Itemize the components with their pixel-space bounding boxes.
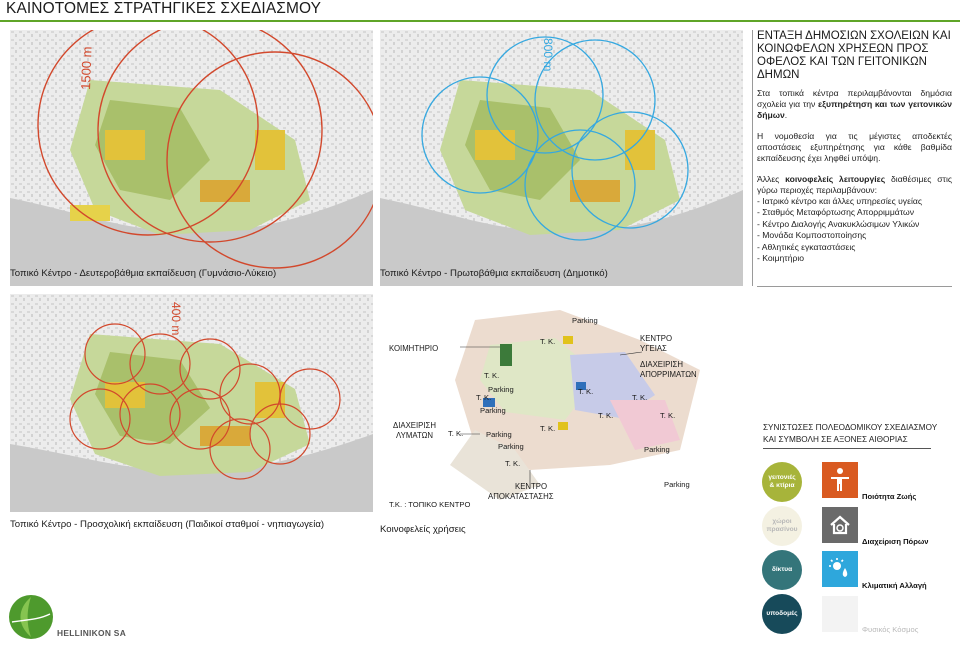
list-item: - Σταθμός Μεταφόρτωσης Απορριμμάτων <box>757 207 915 218</box>
tk-marker: Τ. Κ. <box>540 337 555 346</box>
catchment-ring <box>119 383 181 445</box>
sun-drop-icon <box>822 551 858 587</box>
parking-marker: Parking <box>644 445 670 454</box>
paragraph-other-uses: Άλλες κοινοφελείς λειτουργίες διαθέσιμες… <box>757 174 952 195</box>
catchment-ring <box>166 51 373 269</box>
list-item: - Κέντρο Διαλογής Ανακυκλώσιμων Υλικών <box>757 218 920 229</box>
parking-marker: Parking <box>498 442 524 451</box>
paragraph-legislation: Η νομοθεσία για τις μέγιστες αποδεκτές α… <box>757 131 952 163</box>
catchment-ring <box>421 76 539 194</box>
catchment-ring <box>486 36 604 154</box>
tk-marker: Τ. Κ. <box>632 393 647 402</box>
radius-label: 800 m <box>541 38 555 71</box>
catchment-ring <box>129 333 191 395</box>
preschool-education-map: 400 m <box>10 294 373 512</box>
health-center-label-2: ΥΓΕΙΑΣ <box>640 344 667 353</box>
legend-rule <box>763 448 931 449</box>
paragraph-schools: Στα τοπικά κέντρα περιλαμβάνονται δημόσι… <box>757 88 952 120</box>
uses-list: - Ιατρικό κέντρο και άλλες υπηρεσίες υγε… <box>757 196 952 264</box>
catchment-ring <box>169 388 231 450</box>
waste-management-label-2: ΑΠΟΡΡΙΜΑΤΩΝ <box>640 370 697 379</box>
catchment-ring <box>534 39 656 161</box>
radius-label: 400 m <box>169 302 183 335</box>
parking-marker: Parking <box>488 385 514 394</box>
sewage-management-label-1: ΔΙΑΧΕΙΡΙΣΗ <box>393 421 436 430</box>
secondary-education-map: 1500 m <box>10 30 373 286</box>
tk-marker: Τ. Κ. <box>476 393 491 402</box>
sewage-management-label-2: ΛΥΜΑΤΩΝ <box>396 431 433 440</box>
radius-label: 1500 m <box>78 46 95 90</box>
axis-quality-of-life: Ποιότητα Ζωής <box>862 492 917 501</box>
list-item: - Μονάδα Κομποστοποίησης <box>757 230 867 241</box>
hellinikon-logo-icon <box>9 595 53 639</box>
tk-legend: Τ.Κ. : ΤΟΠΙΚΟ ΚΕΝΤΡΟ <box>389 500 470 509</box>
bubble-infrastructure: υποδομές <box>762 594 802 634</box>
tk-marker: Τ. Κ. <box>540 424 555 433</box>
health-center-label-1: ΚΕΝΤΡΟ <box>640 334 672 343</box>
policy-text-block: ΕΝΤΑΞΗ ΔΗΜΟΣΙΩΝ ΣΧΟΛΕΙΩΝ ΚΑΙ ΚΟΙΝΩΦΕΛΩΝ … <box>757 30 952 264</box>
catchment-ring <box>84 323 146 385</box>
parking-marker: Parking <box>486 430 512 439</box>
tk-marker: Τ. Κ. <box>484 371 499 380</box>
catchment-ring <box>69 388 131 450</box>
catchment-ring <box>179 338 241 400</box>
waste-management-label-1: ΔΙΑΧΕΙΡΙΣΗ <box>640 360 683 369</box>
catchment-ring <box>37 30 259 236</box>
primary-education-map: 800 m <box>380 30 743 286</box>
parking-marker: Parking <box>664 480 690 489</box>
rehab-center-label-2: ΑΠΟΚΑΤΑΣΤΑΣΗΣ <box>488 492 554 501</box>
title-rule <box>0 20 960 22</box>
primary-caption: Τοπικό Κέντρο - Πρωτοβάθμια εκπαίδευση (… <box>380 268 608 279</box>
section-heading: ΕΝΤΑΞΗ ΔΗΜΟΣΙΩΝ ΣΧΟΛΕΙΩΝ ΚΑΙ ΚΟΙΝΩΦΕΛΩΝ … <box>757 30 951 81</box>
tk-marker: Τ. Κ. <box>448 429 463 438</box>
parking-marker: Parking <box>572 316 598 325</box>
legend-heading: ΣΥΝΙΣΤΩΣΕΣ ΠΟΛΕΟΔΟΜΙΚΟΥ ΣΧΕΔΙΑΣΜΟΥ ΚΑΙ Σ… <box>763 423 938 444</box>
rehab-center-label-1: ΚΕΝΤΡΟ <box>515 482 547 491</box>
list-item: - Κοιμητήριο <box>757 253 805 264</box>
list-item: - Ιατρικό κέντρο και άλλες υπηρεσίες υγε… <box>757 196 922 206</box>
facilities-map: ΚΟΙΜΗΤΗΡΙΟ ΚΕΝΤΡΟ ΥΓΕΙΑΣ ΔΙΑΧΕΙΡΙΣΗ ΑΠΟΡ… <box>389 310 700 509</box>
logo-text: HELLINIKON SA <box>57 628 127 638</box>
cemetery-label: ΚΟΙΜΗΤΗΡΙΟ <box>389 344 438 353</box>
parking-marker: Parking <box>480 406 506 415</box>
tk-marker: Τ. Κ. <box>598 411 613 420</box>
axis-resource-management: Διαχείριση Πόρων <box>862 537 929 546</box>
house-cycle-icon <box>822 507 858 543</box>
secondary-caption: Τοπικό Κέντρο - Δευτεροβάθμια εκπαίδευση… <box>10 268 277 279</box>
bubble-neighbourhoods: γειτονιές& κτίρια <box>762 462 802 502</box>
catchment-ring <box>524 129 636 241</box>
axis-natural-world: Φυσικός Κόσμος <box>862 625 919 634</box>
list-item: - Αθλητικές εγκαταστάσεις <box>757 241 856 252</box>
axis-climate-change: Κλιματική Αλλαγή <box>862 581 927 590</box>
page-title: ΚΑΙΝΟΤΟΜΕΣ ΣΤΡΑΤΗΓΙΚΕΣ ΣΧΕΔΙΑΣΜΟΥ <box>6 0 322 17</box>
catchment-ring <box>279 368 341 430</box>
leader-line <box>619 351 643 356</box>
column-bottom-rule <box>757 286 952 287</box>
blank-tile <box>822 596 858 632</box>
catchment-ring <box>571 111 689 229</box>
person-icon <box>822 462 858 498</box>
facilities-caption: Κοινοφελείς χρήσεις <box>380 524 466 535</box>
tk-marker: Τ. Κ. <box>660 411 675 420</box>
column-divider <box>752 30 753 286</box>
tk-marker: Τ. Κ. <box>505 459 520 468</box>
bubble-networks: δίκτυα <box>762 550 802 590</box>
catchment-ring <box>209 418 271 480</box>
preschool-caption: Τοπικό Κέντρο - Προσχολική εκπαίδευση (Π… <box>10 519 325 530</box>
tk-marker: Τ. Κ. <box>578 387 593 396</box>
catchment-ring <box>97 30 323 243</box>
